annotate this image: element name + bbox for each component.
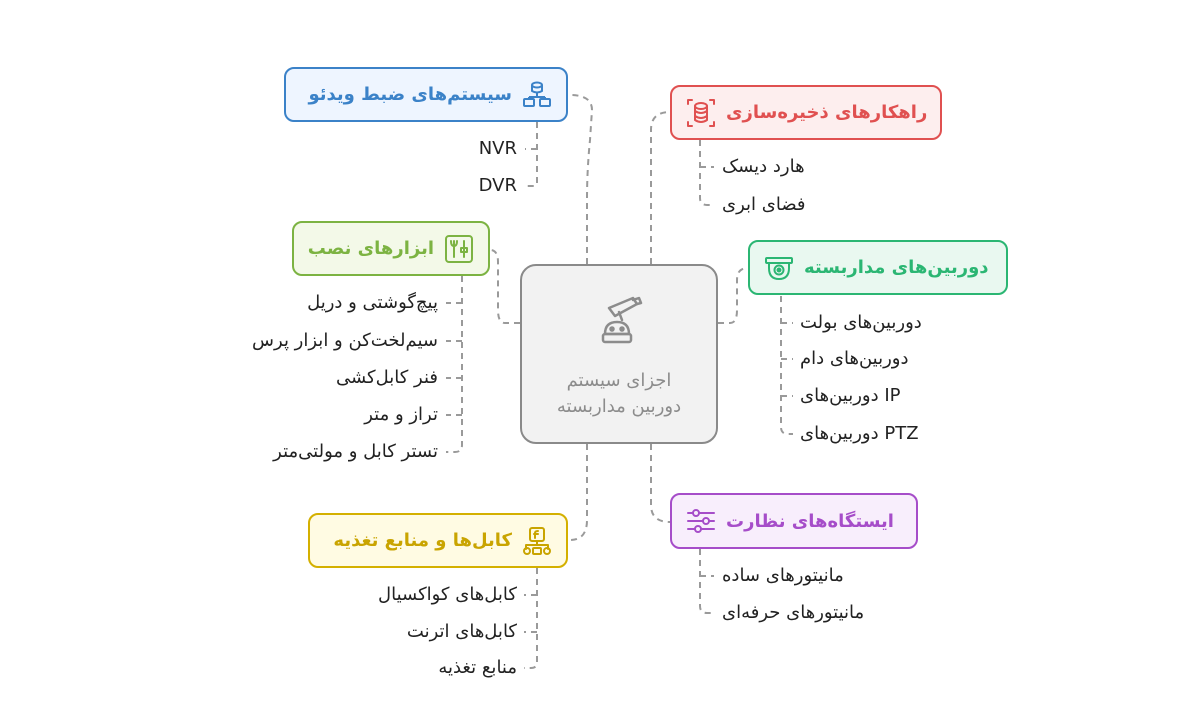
dome-camera-icon xyxy=(765,256,793,280)
cameras-item-ptz: PTZ دوربین‌های xyxy=(800,423,919,444)
center-title: اجزای سیستم دوربین مداربسته xyxy=(529,368,709,420)
tools-item-5: تستر کابل و مولتی‌متر xyxy=(273,441,438,462)
cameras-item-ip: IP دوربین‌های xyxy=(800,385,901,406)
cameras-item-dome: دوربین‌های دام xyxy=(800,348,909,369)
monitoring-stations-title: ایستگاه‌های نظارت xyxy=(726,510,894,532)
power-plug-icon xyxy=(523,526,551,555)
cctv-cameras-title: دوربین‌های مداربسته xyxy=(804,257,989,278)
recording-item-nvr: NVR xyxy=(478,138,517,159)
center-topic-node[interactable]: اجزای سیستم دوربین مداربسته xyxy=(520,264,718,444)
storage-item-hdd: هارد دیسک xyxy=(722,156,805,177)
sliders-icon xyxy=(687,509,715,533)
tools-item-2: سیم‌لخت‌کن و ابزار پرس xyxy=(252,330,438,351)
center-title-line2: دوربین مداربسته xyxy=(556,396,682,417)
security-camera-robot-icon xyxy=(601,296,643,344)
cameras-item-bullet: دوربین‌های بولت xyxy=(800,312,922,333)
toolbox-icon xyxy=(445,234,473,263)
recording-systems-node[interactable]: سیستم‌های ضبط ویدئو xyxy=(284,67,568,122)
monitoring-item-simple: مانیتورهای ساده xyxy=(722,565,844,586)
tools-item-4: تراز و متر xyxy=(364,404,438,425)
installation-tools-node[interactable]: ابزارهای نصب xyxy=(292,221,490,276)
storage-solutions-title: راهکارهای ذخیره‌سازی xyxy=(726,102,928,123)
network-computers-icon xyxy=(523,81,551,107)
installation-tools-title: ابزارهای نصب xyxy=(307,238,434,259)
cables-item-ethernet: کابل‌های اترنت xyxy=(406,621,517,642)
cables-item-power: منابع تغذیه xyxy=(438,657,517,678)
monitoring-stations-node[interactable]: ایستگاه‌های نظارت xyxy=(670,493,918,549)
cables-power-node[interactable]: کابل‌ها و منابع تغذیه xyxy=(308,513,568,568)
cables-power-title: کابل‌ها و منابع تغذیه xyxy=(333,530,512,551)
storage-solutions-node[interactable]: راهکارهای ذخیره‌سازی xyxy=(670,85,942,140)
center-title-line1: اجزای سیستم xyxy=(566,370,672,391)
storage-item-cloud: فضای ابری xyxy=(722,194,806,215)
recording-item-dvr: DVR xyxy=(478,175,517,196)
tools-item-1: پیچ‌گوشتی و دریل xyxy=(307,292,438,313)
monitoring-item-pro: مانیتورهای حرفه‌ای xyxy=(722,602,865,623)
tools-item-3: فنر کابل‌کشی xyxy=(335,367,438,388)
recording-systems-title: سیستم‌های ضبط ویدئو xyxy=(308,84,512,105)
database-icon xyxy=(687,98,715,127)
cctv-cameras-node[interactable]: دوربین‌های مداربسته xyxy=(748,240,1008,295)
cables-item-coaxial: کابل‌های کواکسیال xyxy=(378,584,517,605)
